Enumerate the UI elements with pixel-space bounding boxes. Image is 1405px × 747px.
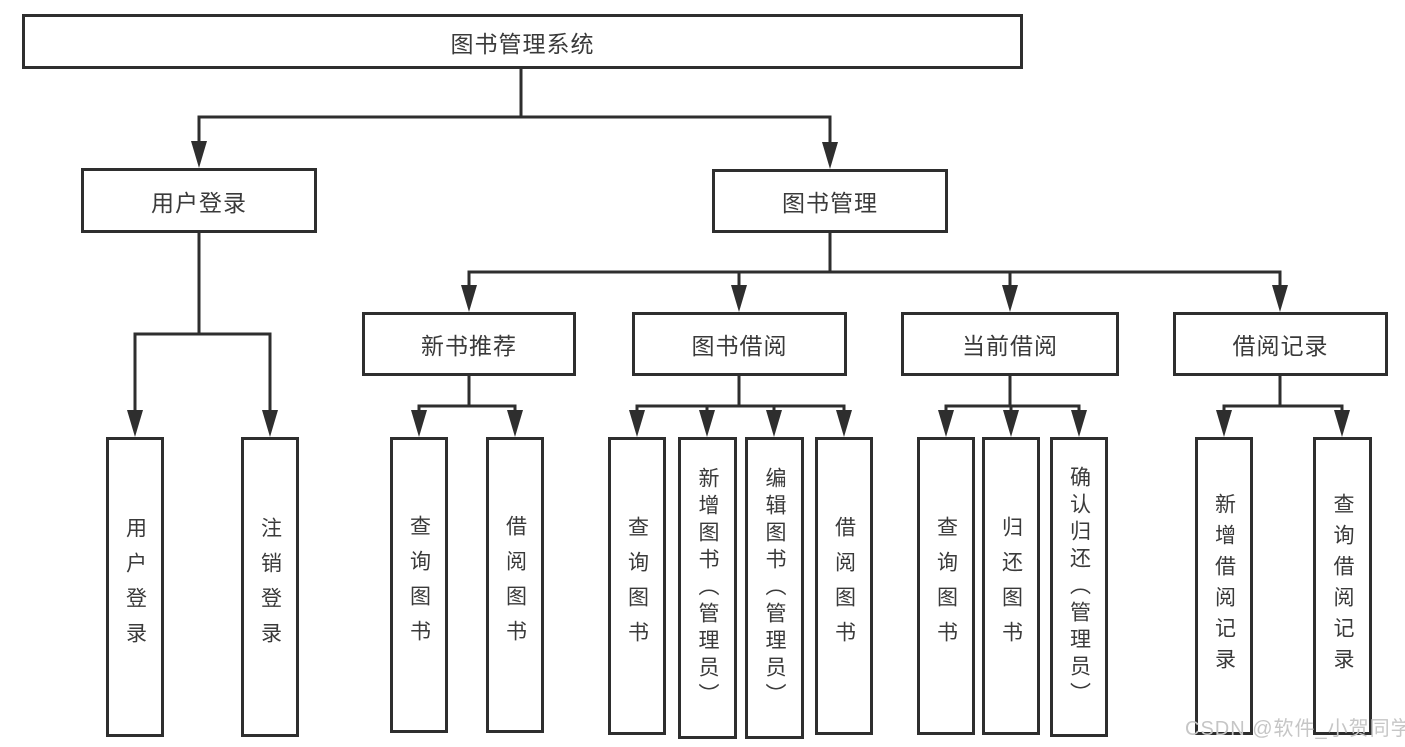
node-search-books-current: 查询图书 [917,437,975,735]
node-search-borrow-record: 查询借阅记录 [1313,437,1372,735]
node-label: 确认归还（管理员） [1067,465,1091,709]
node-book-management: 图书管理 [712,169,948,233]
node-label: 当前借阅 [962,333,1058,359]
node-label: 新增借阅记录 [1212,493,1236,679]
node-current-borrowing: 当前借阅 [901,312,1119,376]
node-label: 编辑图书（管理员） [763,466,786,710]
node-logout-leaf: 注销登录 [241,437,299,737]
node-search-books-borrowing: 查询图书 [608,437,666,735]
node-label: 查询图书 [934,516,958,656]
node-borrow-books-recommend: 借阅图书 [486,437,544,733]
node-label: 图书管理系统 [450,30,595,57]
node-label: 用户登录 [123,517,147,657]
node-add-borrow-record: 新增借阅记录 [1195,437,1253,735]
node-label: 归还图书 [999,516,1023,656]
arrowheads [127,141,1350,437]
watermark: CSDN @软件_小贺同学 [1185,718,1405,740]
node-confirm-return-admin: 确认归还（管理员） [1050,437,1108,737]
node-new-book-recommend: 新书推荐 [362,312,576,376]
node-return-books: 归还图书 [982,437,1040,735]
connector-paths [133,68,1344,412]
node-edit-books-admin: 编辑图书（管理员） [745,437,804,739]
node-borrow-books-borrowing: 借阅图书 [815,437,873,735]
node-user-login-leaf: 用户登录 [106,437,164,737]
node-label: 借阅记录 [1232,333,1329,359]
node-label: 图书管理 [782,190,878,216]
node-add-books-admin: 新增图书（管理员） [678,437,737,739]
node-label: 图书借阅 [691,333,788,359]
node-label: 新书推荐 [421,333,517,359]
node-library-system: 图书管理系统 [22,14,1023,69]
node-book-borrowing: 图书借阅 [632,312,847,376]
node-label: 查询图书 [407,515,431,655]
node-label: 查询图书 [625,516,649,656]
node-label: 借阅图书 [832,516,856,656]
node-borrow-records: 借阅记录 [1173,312,1388,376]
node-search-books-recommend: 查询图书 [390,437,448,733]
node-user-login: 用户登录 [81,168,317,233]
node-label: 注销登录 [258,517,282,657]
node-label: 借阅图书 [503,515,527,655]
node-label: 新增图书（管理员） [696,466,719,710]
node-label: 用户登录 [151,189,247,216]
node-label: 查询借阅记录 [1331,493,1354,679]
